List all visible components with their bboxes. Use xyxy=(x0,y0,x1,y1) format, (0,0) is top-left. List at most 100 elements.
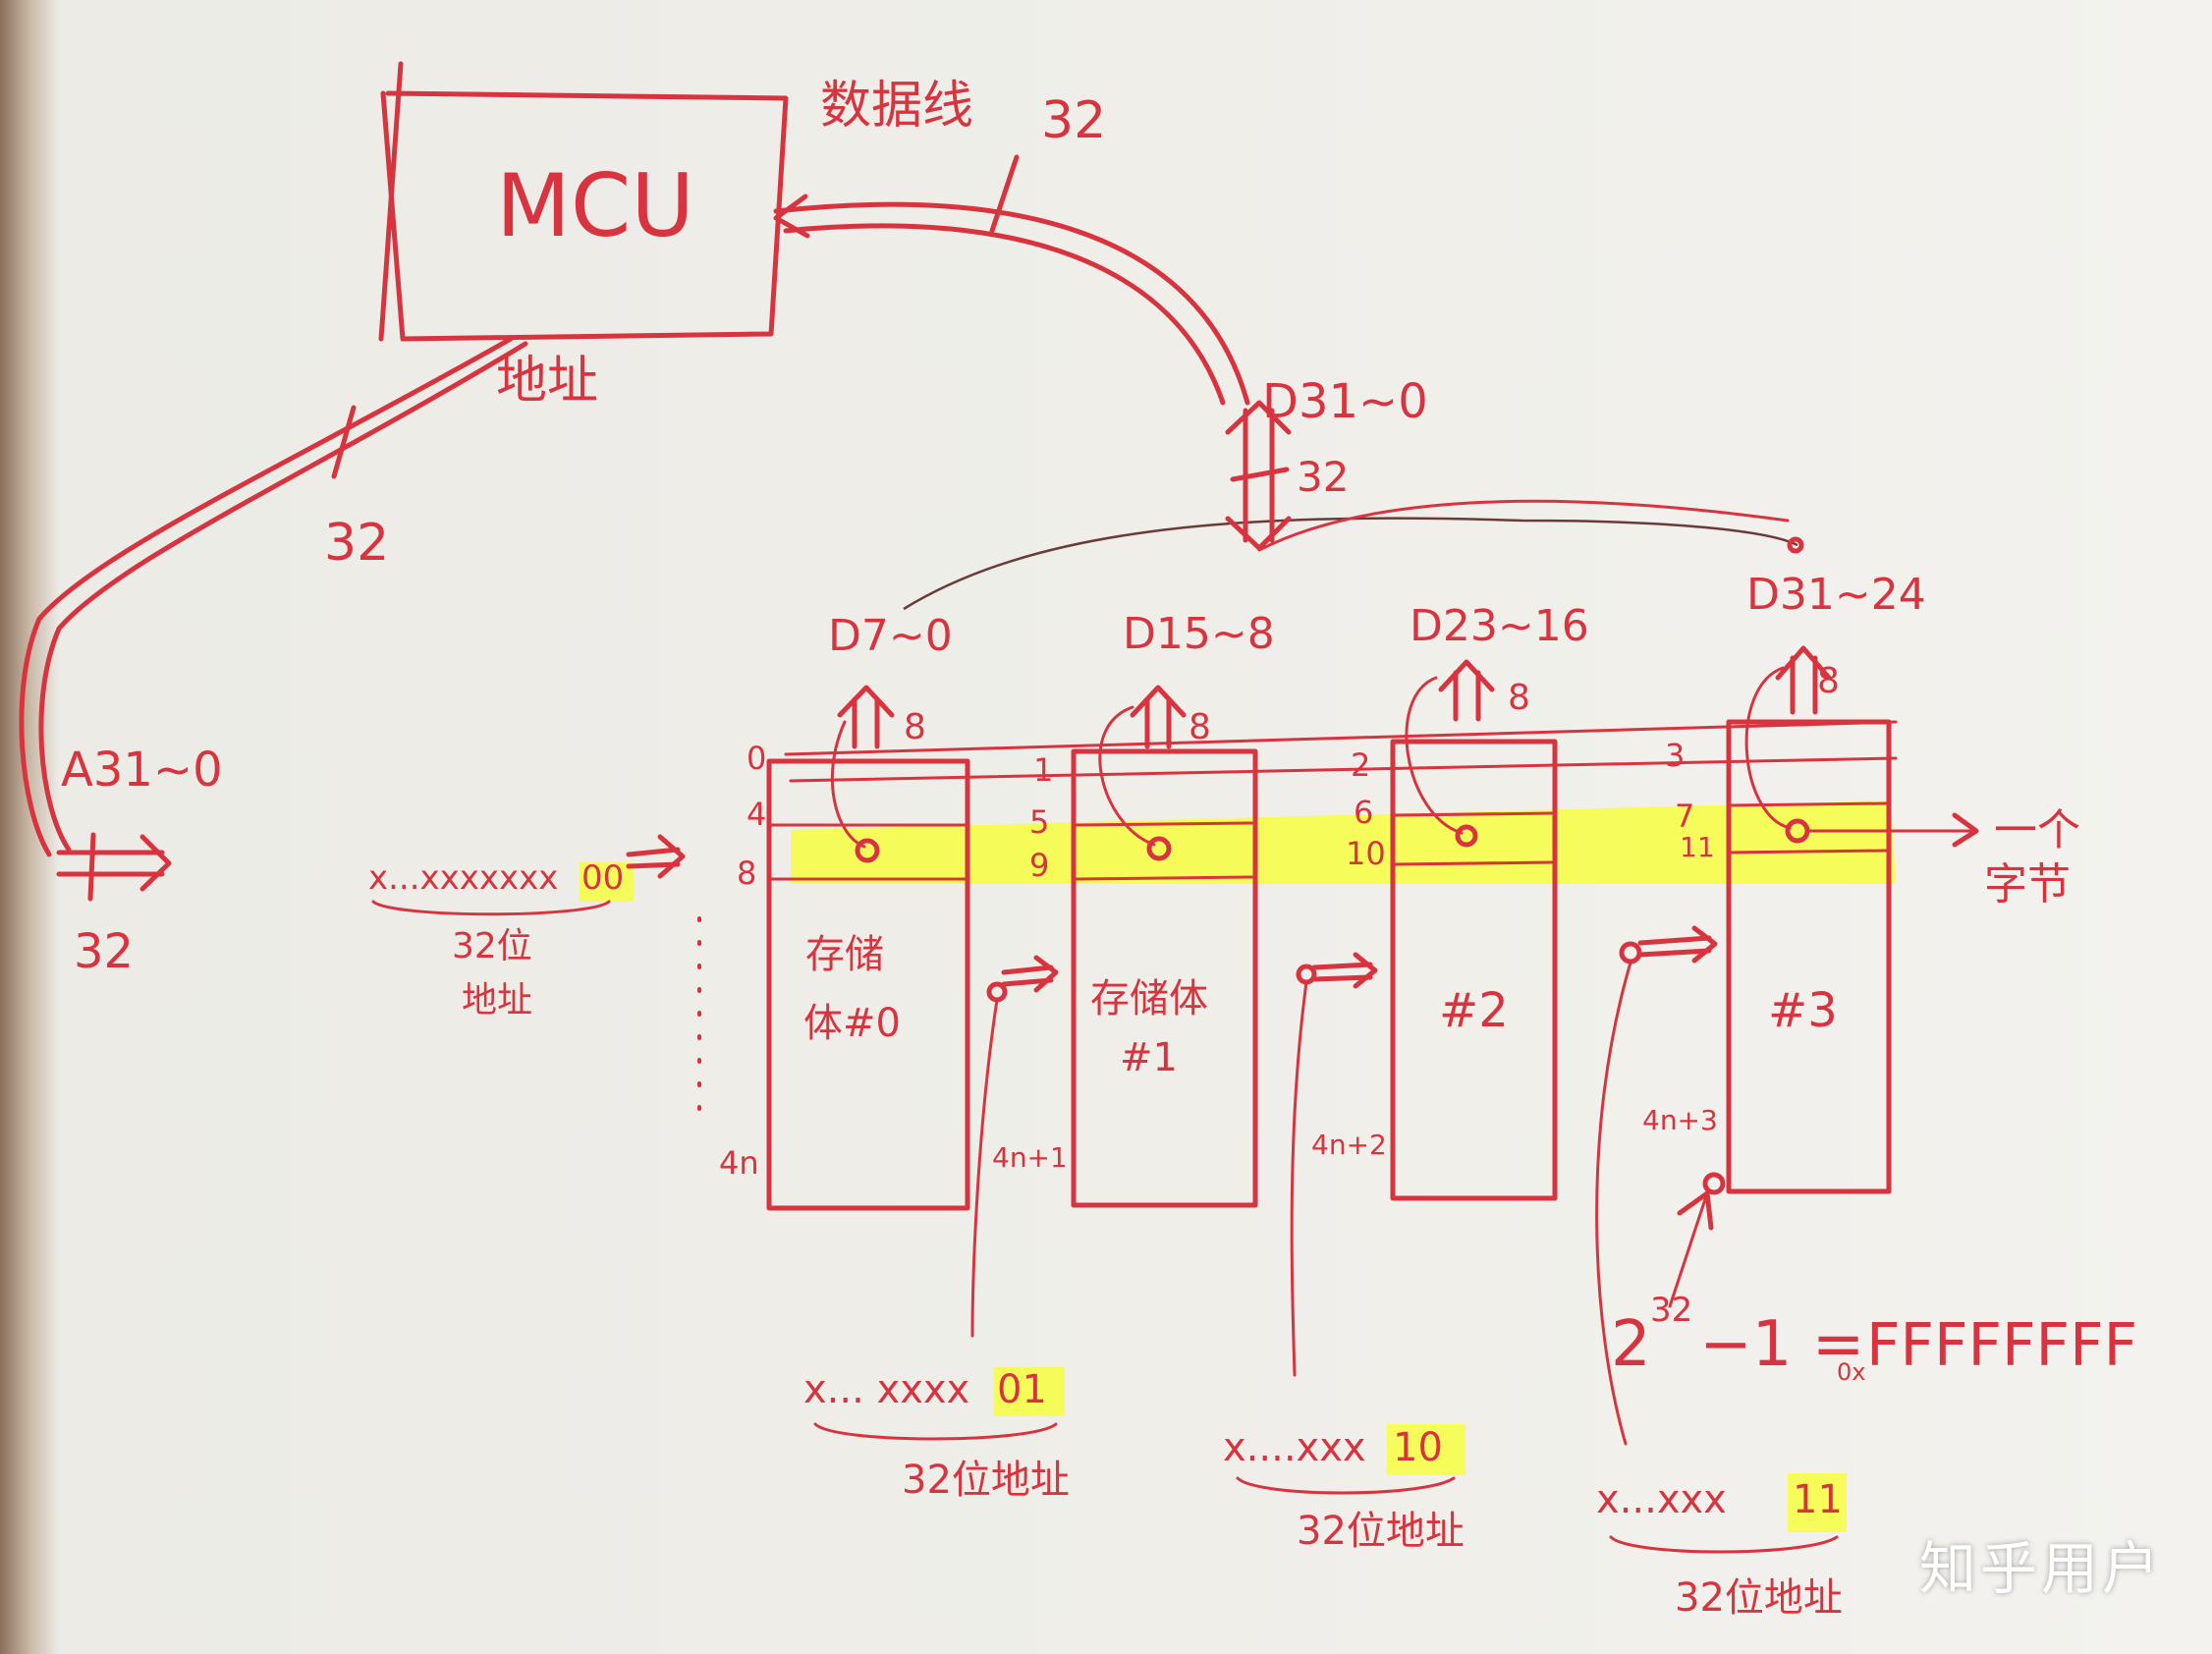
select-prefix: x...xxx xyxy=(1596,1477,1727,1522)
bank-3: D31~24 8 #3 3 7 11 4n+3 xyxy=(1642,570,1979,1194)
bank-1-name-2: #1 xyxy=(1120,1035,1178,1080)
select-line-bank-3 xyxy=(1595,961,1632,1446)
address-bus-line-b xyxy=(38,341,528,853)
bank-1-width: 8 xyxy=(1189,707,1211,747)
select-brace xyxy=(813,1422,1058,1441)
select-address-bank-2: x....xxx 10 32位地址 xyxy=(1223,1424,1465,1554)
select-suffix-highlight xyxy=(1788,1473,1847,1532)
address-bus: 地址 32 A31~0 32 xyxy=(19,336,598,979)
bank-1-addr-1: 1 xyxy=(1033,751,1053,789)
row-line-1 xyxy=(789,756,1898,783)
select-arrow-bank-3 xyxy=(1637,935,1712,958)
max-address-formula: 2 32 −1 = 0x FFFFFFFF xyxy=(1611,1291,2137,1386)
row-line-0 xyxy=(784,720,1898,756)
bank-1: D15~8 8 存储体 #1 1 5 9 4n+1 xyxy=(992,609,1275,1208)
max-address-base: 2 xyxy=(1611,1308,1651,1381)
bank-2-row-line xyxy=(1393,811,1554,817)
select-brace xyxy=(1609,1535,1839,1554)
mcu-block: MCU xyxy=(378,61,789,342)
select-caption: 32位地址 xyxy=(1297,1509,1465,1554)
address-signal-label: A31~0 xyxy=(61,743,223,798)
row-address-0: 0 xyxy=(747,740,766,777)
bank-3-signal: D31~24 xyxy=(1746,570,1926,620)
select-address-bank-3: x...xxx 11 32位地址 xyxy=(1596,1473,1847,1621)
address-signal-arrow xyxy=(56,850,165,877)
bank-2-byte-node-icon xyxy=(1455,824,1478,848)
bank-0: D7~0 8 存储 体#0 xyxy=(766,611,970,1211)
input-address-brace xyxy=(371,900,611,916)
watermark: 知乎用户 xyxy=(1918,1535,2163,1602)
select-arrowhead-icon xyxy=(1033,955,1059,993)
input-address-caption-2: 地址 xyxy=(462,980,532,1020)
select-lines xyxy=(970,925,1726,1446)
bank-3-row-line xyxy=(1729,849,1888,855)
data-fanout-node-icon xyxy=(1787,536,1804,554)
data-bus-arrowhead-icon xyxy=(773,193,810,239)
select-suffix: 11 xyxy=(1793,1477,1843,1522)
byte-label-2: 字节 xyxy=(1984,859,2071,910)
select-arrowhead-icon xyxy=(1691,925,1718,964)
bank-1-addr-tail: 4n+1 xyxy=(992,1141,1068,1174)
select-line-bank-2 xyxy=(1290,980,1308,1377)
bank-1-row-line xyxy=(1074,875,1254,881)
bank-2-feed xyxy=(1405,676,1464,835)
select-address-bank-1: x... xxxx 01 32位地址 xyxy=(803,1367,1070,1503)
byte-label-1: 一个 xyxy=(1994,805,2080,855)
input-address-prefix: x...xxxxxxx xyxy=(368,858,558,898)
bank-0-name-2: 体#0 xyxy=(803,1001,901,1046)
select-prefix: x....xxx xyxy=(1223,1425,1366,1470)
bank-0-name-1: 存储 xyxy=(805,932,884,977)
row-highlight xyxy=(791,800,1896,884)
row-address-labels: 0 4 8 4n xyxy=(697,740,766,1182)
row-address-4: 4 xyxy=(747,796,766,833)
address-bus-width-tick xyxy=(331,405,357,479)
input-address-suffix-highlight xyxy=(580,862,634,902)
bank-2-addr-6: 6 xyxy=(1354,794,1373,831)
data-bus-width-tick xyxy=(989,154,1020,234)
address-bus-width: 32 xyxy=(324,514,389,573)
bank-2-addr-10: 10 xyxy=(1346,835,1386,872)
bank-1-addr-9: 9 xyxy=(1029,847,1049,884)
bank-2-signal: D23~16 xyxy=(1410,601,1589,651)
bank-3-addr-7: 7 xyxy=(1675,798,1694,835)
select-suffix: 01 xyxy=(997,1367,1047,1412)
bank-3-addr-tail: 4n+3 xyxy=(1642,1104,1718,1136)
data-bus-line-top xyxy=(773,201,1250,406)
bank-3-name: #3 xyxy=(1768,983,1838,1038)
max-address-hex-prefix: 0x xyxy=(1837,1358,1865,1386)
input-address-arrowhead-icon xyxy=(657,834,686,879)
address-bus-label: 地址 xyxy=(496,352,598,411)
data-bus-width: 32 xyxy=(1041,91,1106,150)
select-suffix: 10 xyxy=(1393,1425,1443,1470)
bank-3-addr-3: 3 xyxy=(1665,737,1685,774)
bank-2-name: #2 xyxy=(1439,983,1509,1038)
bank-0-signal: D7~0 xyxy=(828,611,953,661)
select-prefix: x... xxxx xyxy=(803,1367,969,1412)
input-address-suffix: 00 xyxy=(581,858,624,898)
bank-2: D23~16 8 #2 2 6 10 4n+2 xyxy=(1311,601,1589,1201)
bank-1-addr-5: 5 xyxy=(1029,803,1049,841)
bank-2-row-line xyxy=(1393,860,1554,866)
pencil-arc xyxy=(903,517,1798,611)
address-arrowhead-icon xyxy=(139,834,172,892)
bank-2-addr-tail: 4n+2 xyxy=(1311,1129,1387,1161)
bank-3-addr-11: 11 xyxy=(1680,831,1715,863)
bank-1-byte-node-icon xyxy=(1146,836,1172,861)
data-fanout-right xyxy=(1257,499,1790,552)
max-address-node-icon xyxy=(1702,1172,1726,1195)
select-suffix-highlight xyxy=(1387,1424,1465,1475)
byte-pointer-arrowhead-icon xyxy=(1952,812,1979,848)
data-signal-width-tick xyxy=(1230,467,1290,482)
mcu-box-edge xyxy=(378,61,404,342)
input-address: x...xxxxxxx 00 32位 地址 xyxy=(368,834,686,1020)
data-bus: 数据线 32 D31~0 32 xyxy=(773,77,1428,551)
mcu-label: MCU xyxy=(496,155,694,256)
bank-2-bus-arrow-icon xyxy=(1438,659,1495,722)
bank-1-signal: D15~8 xyxy=(1123,609,1275,659)
select-node-icon xyxy=(986,981,1008,1003)
select-caption: 32位地址 xyxy=(902,1458,1070,1503)
bank-1-box xyxy=(1071,748,1258,1208)
input-address-caption-1: 32位 xyxy=(452,926,532,966)
select-line-bank-1 xyxy=(970,998,999,1338)
